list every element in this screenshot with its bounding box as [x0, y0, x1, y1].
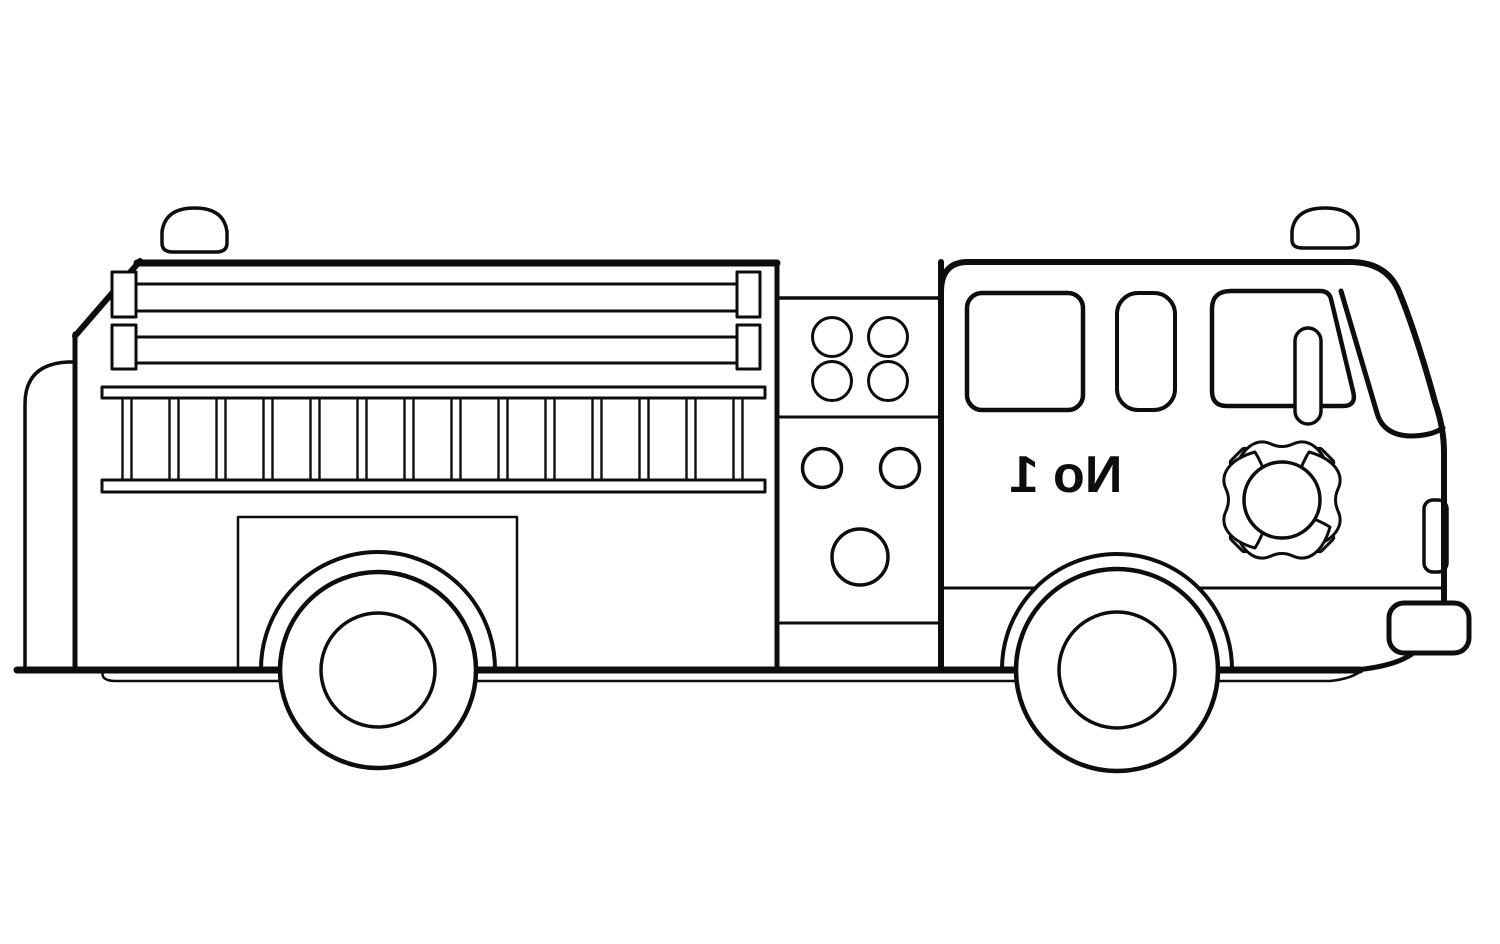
- ladder-rung: [638, 395, 650, 484]
- emblem-center-circle: [1242, 460, 1322, 540]
- ladder-rung: [356, 395, 368, 484]
- ladder-rung: [121, 395, 133, 484]
- ladder-rung: [732, 395, 744, 484]
- rail-bracket: [110, 270, 138, 319]
- rear-beacon-light: [160, 206, 229, 254]
- windshield-pillar: [1338, 288, 1446, 439]
- door-handle: [1293, 326, 1323, 426]
- ladder-rung: [450, 395, 462, 484]
- chassis-strip: [101, 667, 1366, 683]
- ladder-rung: [685, 395, 697, 484]
- cab-section: No 1: [938, 206, 1449, 671]
- ladder-rung: [262, 395, 274, 484]
- valve-circles: [800, 446, 922, 587]
- rail-bracket: [110, 323, 138, 371]
- gauge-circle: [811, 360, 853, 402]
- door-window: [1209, 288, 1357, 409]
- ladder-rungs: [121, 395, 744, 484]
- roof-rails: [110, 270, 762, 371]
- gauge-circle: [811, 316, 853, 358]
- gauge-circle: [867, 316, 909, 358]
- gauge-circles-grid: [811, 316, 909, 402]
- rear-hub: [319, 611, 437, 729]
- gauge-circle: [867, 360, 909, 402]
- pump-panel-section: [777, 296, 943, 625]
- ladder-rung: [309, 395, 321, 484]
- front-hub: [1057, 610, 1177, 730]
- rear-wheel-box: [236, 515, 519, 670]
- valve-circle: [878, 446, 922, 490]
- rail-bracket: [735, 323, 762, 371]
- valve-circle: [800, 446, 844, 490]
- front-beacon-light: [1290, 206, 1360, 250]
- wheels: [259, 550, 1234, 774]
- ladder-rung: [544, 395, 556, 484]
- fire-department-emblem: [1222, 440, 1342, 560]
- front-wheel-arch: [1000, 552, 1234, 671]
- ladder-rung: [591, 395, 603, 484]
- cab-middle-window: [1115, 291, 1177, 412]
- rail-bracket: [735, 270, 762, 319]
- unit-number-label: No 1: [1010, 446, 1123, 504]
- cab-rear-window: [964, 290, 1086, 413]
- front-bumper: [1386, 600, 1472, 656]
- ladder-rung: [168, 395, 180, 484]
- cab-outline: [938, 259, 1447, 619]
- ladder-rung: [497, 395, 509, 484]
- rear-wheel-arch: [259, 550, 497, 671]
- ladder-bottom-bar: [100, 478, 767, 494]
- large-valve-circle: [830, 527, 890, 587]
- rear-body-section: [23, 206, 781, 673]
- ladder-rung: [215, 395, 227, 484]
- side-ladder: [100, 385, 767, 494]
- ladder-rung: [403, 395, 415, 484]
- ladder-top-bar: [100, 385, 767, 400]
- front-underbody-sweep: [1353, 651, 1415, 673]
- tail-panel: [23, 360, 77, 669]
